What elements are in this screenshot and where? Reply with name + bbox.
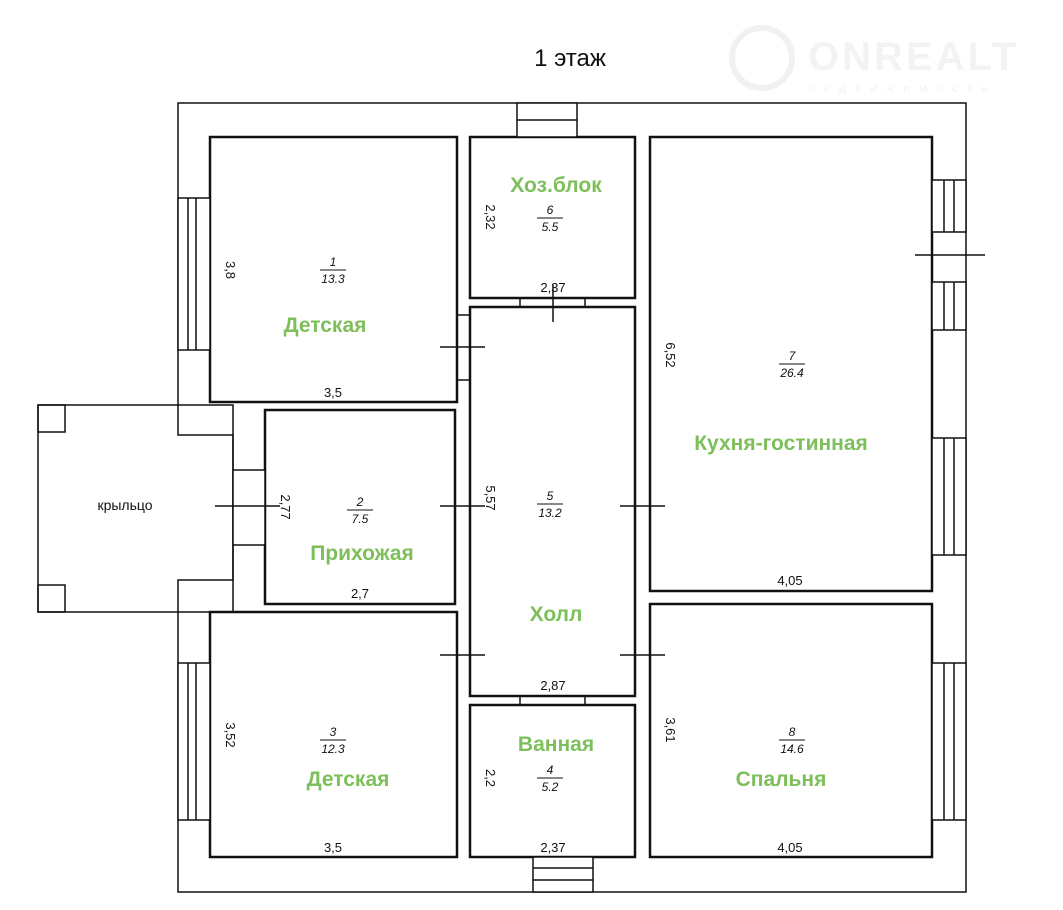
room-name-4: Ванная — [518, 733, 594, 756]
svg-text:5: 5 — [547, 489, 554, 503]
svg-text:ONREALT: ONREALT — [808, 35, 1019, 79]
svg-text:3,5: 3,5 — [324, 385, 342, 400]
svg-text:5,57: 5,57 — [483, 485, 498, 510]
room-names: Детская Прихожая Детская Ванная Холл Хоз… — [284, 174, 868, 791]
room-name-5: Холл — [530, 603, 583, 626]
svg-text:4,05: 4,05 — [777, 840, 802, 855]
svg-text:26.4: 26.4 — [779, 366, 804, 380]
porch: крыльцо — [37, 404, 234, 613]
svg-text:6,52: 6,52 — [663, 342, 678, 367]
svg-text:4,05: 4,05 — [777, 573, 802, 588]
svg-text:8: 8 — [789, 725, 796, 739]
room-name-3: Детская — [307, 768, 390, 791]
svg-text:5.5: 5.5 — [542, 220, 559, 234]
svg-text:12.3: 12.3 — [321, 742, 345, 756]
floor-title: 1 этаж — [534, 45, 606, 72]
svg-text:крыльцо: крыльцо — [97, 497, 152, 513]
svg-text:2,7: 2,7 — [351, 586, 369, 601]
svg-text:2,37: 2,37 — [540, 280, 565, 295]
svg-text:1: 1 — [330, 255, 337, 269]
svg-text:5.2: 5.2 — [542, 780, 559, 794]
svg-text:7.5: 7.5 — [352, 512, 369, 526]
windows — [177, 102, 985, 893]
svg-text:13.2: 13.2 — [538, 506, 562, 520]
room-areas: 1 13.3 2 7.5 3 12.3 4 5.2 5 13.2 6 5.5 7 26.4 8… — [320, 203, 805, 794]
svg-text:3,61: 3,61 — [663, 717, 678, 742]
svg-text:3,52: 3,52 — [223, 722, 238, 747]
svg-text:4: 4 — [547, 763, 554, 777]
svg-text:2,37: 2,37 — [540, 840, 565, 855]
svg-text:2,2: 2,2 — [483, 769, 498, 787]
svg-text:2: 2 — [356, 495, 364, 509]
svg-text:недвижимость: недвижимость — [808, 81, 997, 95]
room-name-2: Прихожая — [310, 542, 414, 565]
outer-wall — [177, 102, 967, 893]
svg-text:2,77: 2,77 — [278, 494, 293, 519]
watermark-logo: ONREALT недвижимость — [729, 25, 1019, 95]
room-name-1: Детская — [284, 314, 367, 337]
room-name-7: Кухня-гостинная — [694, 432, 868, 455]
svg-text:14.6: 14.6 — [780, 742, 804, 756]
svg-text:2,87: 2,87 — [540, 678, 565, 693]
dimensions: 3,8 3,5 2,77 2,7 3,52 3,5 2,2 2,37 5,57 … — [223, 204, 803, 855]
svg-text:3,8: 3,8 — [223, 261, 238, 279]
room-name-6: Хоз.блок — [510, 174, 602, 197]
svg-text:3: 3 — [330, 725, 337, 739]
room-7 — [648, 135, 934, 593]
svg-text:7: 7 — [789, 349, 797, 363]
room-name-8: Спальня — [736, 768, 827, 791]
svg-text:6: 6 — [547, 203, 554, 217]
svg-text:2,32: 2,32 — [483, 204, 498, 229]
svg-text:3,5: 3,5 — [324, 840, 342, 855]
svg-text:13.3: 13.3 — [321, 272, 345, 286]
